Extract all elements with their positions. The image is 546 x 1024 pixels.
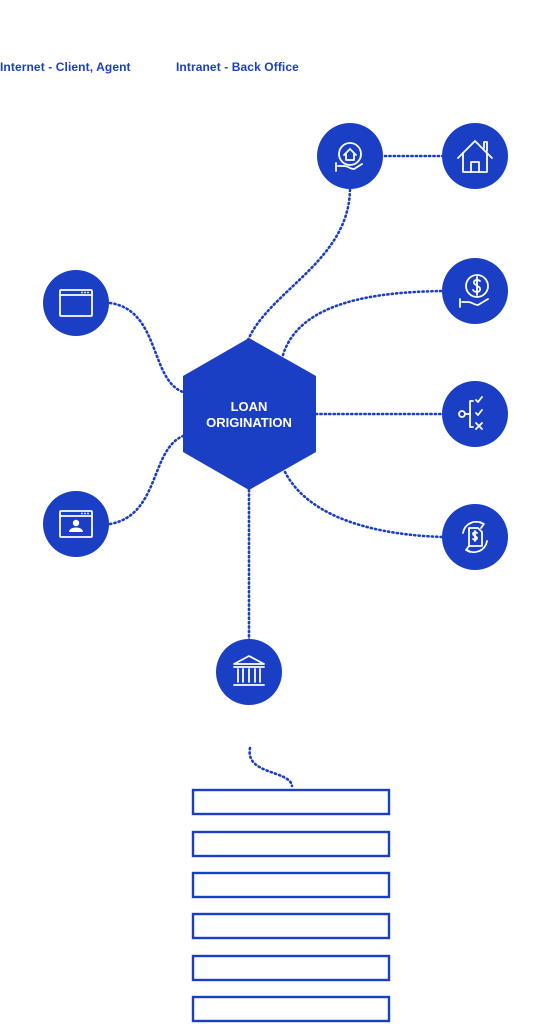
stack-bar — [191, 912, 391, 940]
stack-bar — [191, 788, 391, 816]
refresh-document-dollar-icon — [462, 521, 488, 553]
legend-intranet: Intranet - Back Office — [176, 60, 299, 74]
legend-internet: Internet - Client, Agent — [0, 60, 131, 74]
connectors — [108, 154, 445, 788]
connector-home-in-hand — [246, 186, 352, 342]
stack-bar — [191, 995, 391, 1023]
loan-origination-hub[interactable]: LOAN ORIGINATION — [183, 338, 316, 490]
browser-window-icon — [59, 289, 93, 317]
checklist-decision-icon — [458, 396, 483, 430]
connector-profile — [108, 434, 185, 526]
home-in-hand-icon — [335, 142, 363, 172]
dollar-in-hand-icon — [459, 274, 489, 308]
stack-bar — [191, 830, 391, 858]
connector-browser — [108, 301, 185, 394]
user-profile-window-node[interactable] — [43, 491, 109, 557]
house-node[interactable] — [442, 123, 508, 189]
bank-building-node[interactable] — [216, 639, 282, 705]
stack-bar — [191, 954, 391, 982]
connector-stack — [248, 746, 294, 788]
home-in-hand-node[interactable] — [317, 123, 383, 189]
refresh-document-dollar-node[interactable] — [442, 504, 508, 570]
browser-window-node[interactable] — [43, 270, 109, 336]
user-profile-window-icon — [59, 510, 93, 538]
checklist-decision-node[interactable] — [442, 381, 508, 447]
connector-dollar — [281, 289, 445, 357]
system-stack — [191, 788, 391, 1023]
dollar-in-hand-node[interactable] — [442, 258, 508, 324]
bank-building-icon — [233, 655, 265, 686]
hub-label-line2: ORIGINATION — [206, 415, 292, 430]
stack-bar — [191, 871, 391, 899]
connector-refresh — [283, 470, 445, 539]
house-icon — [457, 140, 493, 173]
hub-label-line1: LOAN — [231, 399, 268, 414]
